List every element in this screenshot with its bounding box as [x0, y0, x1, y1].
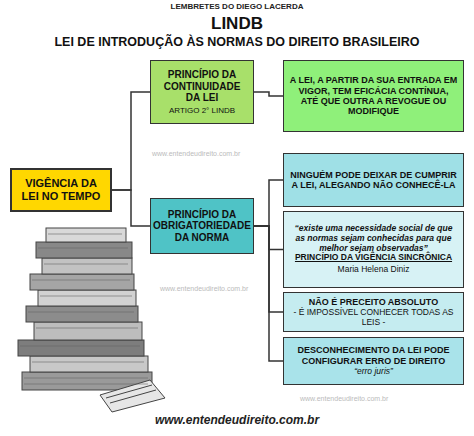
box-subtext: ARTIGO 2° LINDB [169, 106, 235, 115]
box-text: PRINCÍPIO DA CONTINUIDADE DA LEI [156, 69, 248, 104]
connector-line [254, 226, 283, 361]
website-footer: www.entendeudireito.com.br [0, 413, 474, 427]
connector-line [254, 180, 283, 226]
watermark: www.entendeudireito.com.br [160, 285, 248, 292]
box-text: “existe uma necessidade social de que as… [289, 224, 458, 253]
connector-line [112, 190, 150, 226]
explanation-box: A LEI, A PARTIR DA SUA ENTRADA EM VIGOR,… [283, 60, 464, 132]
connector-line [254, 92, 283, 96]
topic-box: VIGÊNCIA DA LEI NO TEMPO [10, 168, 112, 212]
principle-box: PRINCÍPIO DA OBRIGATORIEDADE DA NORMA [150, 198, 254, 254]
box-text: NÃO É PRECEITO ABSOLUTO [309, 297, 438, 307]
principle-box: PRINCÍPIO DA CONTINUIDADE DA LEI ARTIGO 2… [150, 60, 254, 124]
watermark: www.entendeudireito.com.br [300, 395, 388, 402]
box-text: PRINCÍPIO DA OBRIGATORIEDADE DA NORMA [153, 209, 251, 244]
quote-box: “existe uma necessidade social de que as… [283, 211, 464, 288]
box-text: A LEI, A PARTIR DA SUA ENTRADA EM VIGOR,… [289, 75, 458, 116]
explanation-box: DESCONHECIMENTO DA LEI PODE CONFIGURAR E… [283, 337, 464, 385]
box-subtext: Maria Helena Diniz [338, 265, 410, 275]
explanation-box: NÃO É PRECEITO ABSOLUTO- É IMPOSSÍVEL CO… [283, 292, 464, 332]
explanation-box: NINGUÉM PODE DEIXAR DE CUMPRIR A LEI, AL… [283, 153, 464, 207]
watermark: www.entendeudireito.com.br [152, 150, 240, 157]
box-subtext: “erro juris” [354, 367, 393, 377]
author-note: LEMBRETES DO DIEGO LACERDA [0, 2, 474, 11]
connector-line [112, 92, 150, 190]
diagram-title: LINDB [0, 14, 474, 34]
subtitle: LEI DE INTRODUÇÃO ÀS NORMAS DO DIREITO B… [0, 35, 474, 49]
box-text: VIGÊNCIA DA LEI NO TEMPO [17, 177, 105, 202]
box-subtext: - É IMPOSSÍVEL CONHECER TODAS AS LEIS - [289, 308, 458, 328]
box-text: DESCONHECIMENTO DA LEI PODE CONFIGURAR E… [289, 345, 458, 366]
book-stack [18, 228, 165, 412]
box-subtext: PRINCÍPIO DA VIGÊNCIA SINCRÔNICA [295, 253, 452, 263]
box-text: NINGUÉM PODE DEIXAR DE CUMPRIR A LEI, AL… [289, 170, 458, 191]
